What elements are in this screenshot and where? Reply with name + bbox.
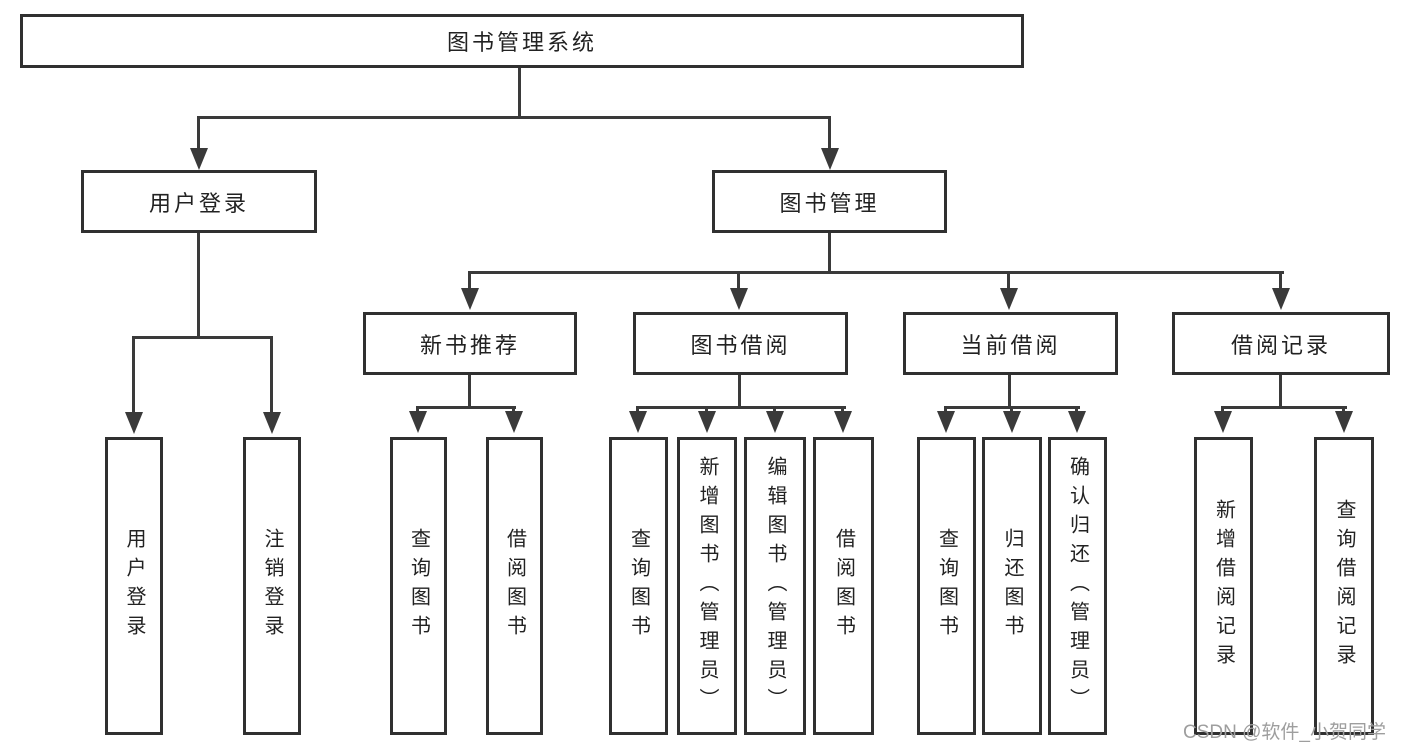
leaf-label: 借阅图书 xyxy=(832,528,855,644)
connector-line xyxy=(1010,406,1013,414)
arrowhead-down-icon xyxy=(461,288,479,310)
connector-line xyxy=(1279,375,1282,409)
node-user-login: 用户登录 xyxy=(81,170,317,233)
arrowhead-down-icon xyxy=(125,412,143,434)
csdn-watermark: CSDN @软件_小贺同学 xyxy=(1183,722,1386,743)
connector-line xyxy=(636,406,639,414)
arrowhead-down-icon xyxy=(937,411,955,433)
connector-line xyxy=(197,116,831,119)
leaf-borrow-books-recommend: 借阅图书 xyxy=(486,437,543,735)
leaf-confirm-return-admin: 确认归还（管理员） xyxy=(1048,437,1107,735)
leaf-query-books-borrowing: 查询图书 xyxy=(609,437,668,735)
arrowhead-down-icon xyxy=(629,411,647,433)
node-label: 图书管理系统 xyxy=(446,30,597,55)
arrowhead-down-icon xyxy=(1068,411,1086,433)
node-label: 图书借阅 xyxy=(690,332,791,358)
arrowhead-down-icon xyxy=(730,288,748,310)
connector-line xyxy=(416,406,419,414)
leaf-add-books-admin: 新增图书（管理员） xyxy=(677,437,737,735)
leaf-query-books-recommend: 查询图书 xyxy=(390,437,447,735)
connector-line xyxy=(828,233,831,274)
arrowhead-down-icon xyxy=(834,411,852,433)
connector-line xyxy=(737,271,740,290)
leaf-label: 新增图书（管理员） xyxy=(696,455,718,717)
node-library-system: 图书管理系统 xyxy=(20,14,1024,68)
arrowhead-down-icon xyxy=(1214,411,1232,433)
node-book-management: 图书管理 xyxy=(712,170,947,233)
connector-line xyxy=(197,116,200,150)
arrowhead-down-icon xyxy=(190,148,208,170)
connector-line xyxy=(197,233,200,339)
connector-line xyxy=(1342,406,1345,414)
leaf-return-books: 归还图书 xyxy=(982,437,1042,735)
leaf-query-borrow-record: 查询借阅记录 xyxy=(1314,437,1374,735)
node-new-book-recommend: 新书推荐 xyxy=(363,312,577,375)
node-label: 当前借阅 xyxy=(960,332,1061,358)
connector-line xyxy=(512,406,515,414)
arrowhead-down-icon xyxy=(766,411,784,433)
arrowhead-down-icon xyxy=(821,148,839,170)
leaf-label: 借阅图书 xyxy=(503,528,526,644)
leaf-label: 编辑图书（管理员） xyxy=(764,455,786,717)
connector-line xyxy=(518,68,521,118)
leaf-label: 查询图书 xyxy=(935,528,958,644)
connector-line xyxy=(1221,406,1224,414)
leaf-label: 查询图书 xyxy=(627,528,650,644)
arrowhead-down-icon xyxy=(1335,411,1353,433)
leaf-user-login: 用户登录 xyxy=(105,437,163,735)
connector-line xyxy=(270,336,273,414)
connector-line xyxy=(841,406,844,414)
arrowhead-down-icon xyxy=(1272,288,1290,310)
leaf-label: 确认归还（管理员） xyxy=(1066,455,1089,717)
leaf-logout: 注销登录 xyxy=(243,437,301,735)
leaf-edit-books-admin: 编辑图书（管理员） xyxy=(744,437,806,735)
connector-line xyxy=(1007,271,1010,290)
leaf-label: 归还图书 xyxy=(1001,528,1023,644)
node-label: 用户登录 xyxy=(148,190,249,216)
connector-line xyxy=(468,375,471,409)
connector-line xyxy=(132,336,273,339)
arrowhead-down-icon xyxy=(409,411,427,433)
arrowhead-down-icon xyxy=(263,412,281,434)
leaf-add-borrow-record: 新增借阅记录 xyxy=(1194,437,1253,735)
connector-line xyxy=(416,406,516,409)
leaf-borrow-books: 借阅图书 xyxy=(813,437,874,735)
leaf-label: 新增借阅记录 xyxy=(1212,499,1235,673)
leaf-query-books-current: 查询图书 xyxy=(917,437,976,735)
leaf-label: 用户登录 xyxy=(123,528,145,644)
node-borrow-records: 借阅记录 xyxy=(1172,312,1390,375)
connector-line xyxy=(468,271,471,290)
connector-line xyxy=(773,406,776,414)
leaf-label: 查询图书 xyxy=(407,528,430,644)
node-label: 借阅记录 xyxy=(1230,332,1331,358)
arrowhead-down-icon xyxy=(1003,411,1021,433)
node-book-borrowing: 图书借阅 xyxy=(633,312,848,375)
connector-line xyxy=(132,336,135,414)
connector-line xyxy=(828,116,831,150)
connector-line xyxy=(738,375,741,409)
connector-line xyxy=(1008,375,1011,409)
connector-line xyxy=(636,406,846,409)
arrowhead-down-icon xyxy=(1000,288,1018,310)
arrowhead-down-icon xyxy=(505,411,523,433)
arrowhead-down-icon xyxy=(698,411,716,433)
connector-line xyxy=(705,406,708,414)
connector-line xyxy=(944,406,947,414)
connector-line xyxy=(1075,406,1078,414)
connector-line xyxy=(1221,406,1347,409)
connector-line xyxy=(1279,271,1282,290)
node-current-borrowing: 当前借阅 xyxy=(903,312,1118,375)
node-label: 新书推荐 xyxy=(419,332,520,358)
connector-line xyxy=(468,271,1284,274)
leaf-label: 查询借阅记录 xyxy=(1333,499,1355,673)
leaf-label: 注销登录 xyxy=(261,528,283,644)
node-label: 图书管理 xyxy=(779,190,880,216)
